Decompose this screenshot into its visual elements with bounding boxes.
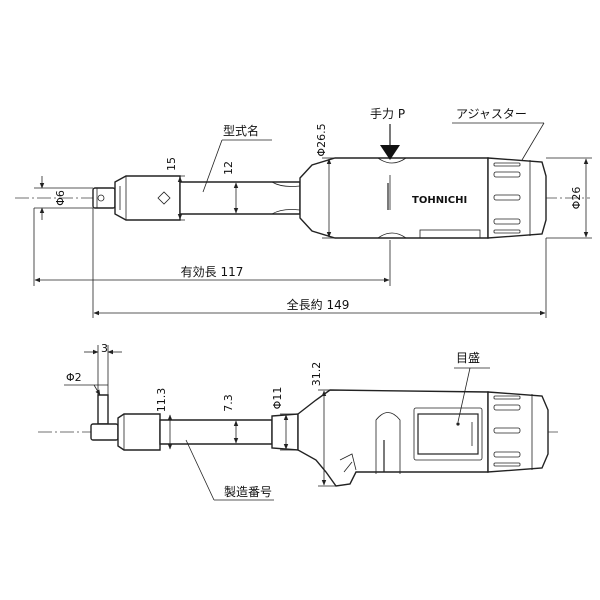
dim-31-2: 31.2 bbox=[310, 362, 323, 387]
shaft-side bbox=[159, 419, 273, 445]
adjuster bbox=[487, 157, 547, 239]
label-hand-force: 手力 P bbox=[370, 107, 405, 121]
dim-7-3: 7.3 bbox=[222, 394, 235, 412]
label-model-name: 型式名 bbox=[223, 123, 259, 138]
dim-phi26: Φ26 bbox=[570, 187, 583, 210]
dim-phi26-5: Φ26.5 bbox=[315, 123, 328, 156]
ball-detent bbox=[97, 194, 105, 202]
adjuster-ribs-side bbox=[493, 395, 521, 467]
grip-body-side bbox=[297, 389, 489, 487]
force-arrow bbox=[380, 145, 400, 160]
square-drive-side bbox=[97, 394, 109, 425]
top-view: TOHNICHI Φ6 15 12 型式名 Φ26.5 bbox=[15, 107, 592, 318]
label-adjuster: アジャスター bbox=[456, 107, 527, 121]
scale-window bbox=[417, 413, 479, 455]
dim-total-length: 全長約 149 bbox=[287, 297, 350, 312]
dim-12: 12 bbox=[222, 161, 235, 175]
label-scale: 目盛 bbox=[456, 350, 480, 365]
adjuster-ribs bbox=[493, 162, 521, 234]
label-serial-number: 製造番号 bbox=[224, 485, 272, 499]
brand-text: TOHNICHI bbox=[412, 195, 467, 206]
adjuster-side bbox=[487, 391, 549, 473]
dim-phi2: Φ2 bbox=[66, 371, 82, 384]
dim-15: 15 bbox=[165, 157, 178, 171]
dim-effective-length: 有効長 117 bbox=[181, 264, 244, 279]
shaft bbox=[179, 181, 301, 215]
dim-phi6: Φ6 bbox=[54, 190, 67, 206]
dim-phi11: Φ11 bbox=[271, 387, 284, 410]
dim-11-3: 11.3 bbox=[155, 388, 168, 413]
dim-3: 3 bbox=[101, 342, 108, 355]
side-view: 3 Φ2 11.3 7.3 Φ11 31.2 目盛 製造番号 bbox=[38, 342, 560, 501]
